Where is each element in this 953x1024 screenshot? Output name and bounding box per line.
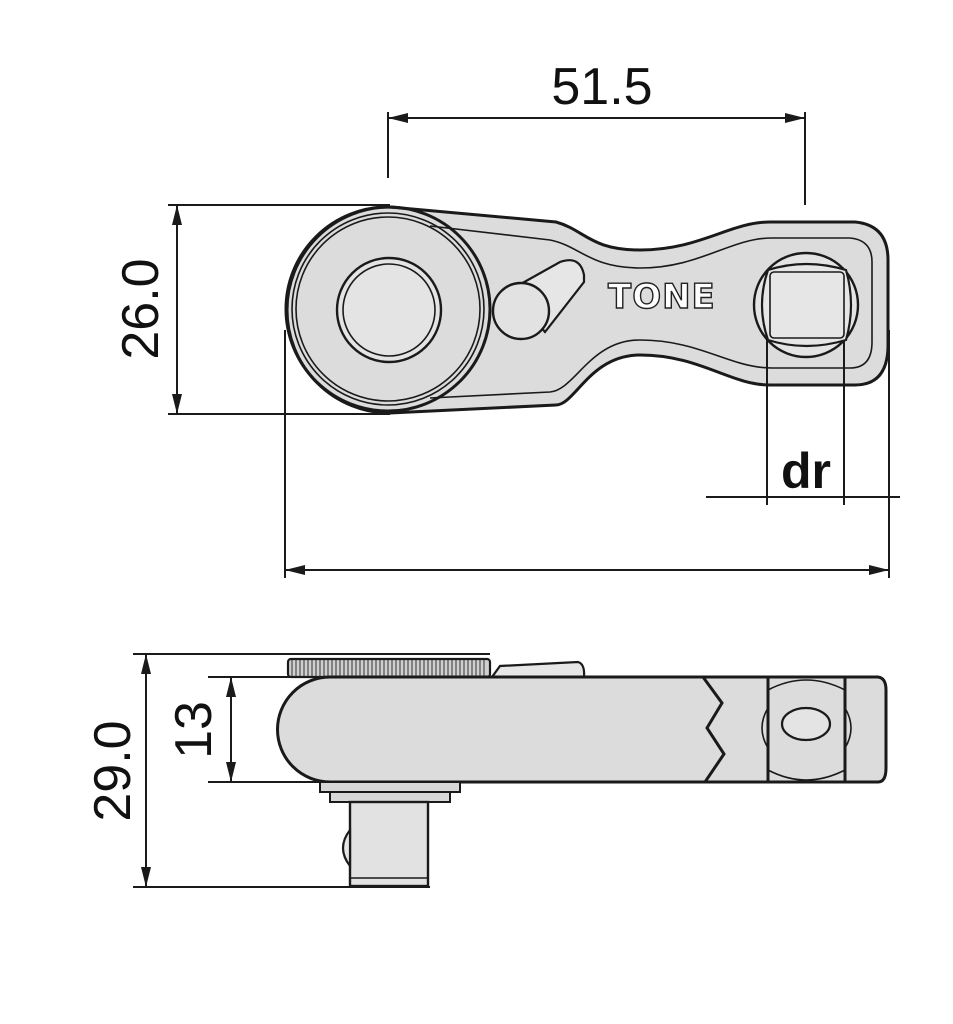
ratchet-cap-inner bbox=[342, 263, 436, 357]
drive-square bbox=[760, 262, 853, 348]
dim-head-height: 26.0 bbox=[112, 258, 170, 359]
side-bulge-left bbox=[761, 707, 769, 749]
ratchet-head-ring-2 bbox=[295, 216, 481, 402]
top-view: TONE 51.5 26.0 dr bbox=[112, 58, 900, 578]
dim-center-distance: 51.5 bbox=[551, 58, 652, 116]
dim-drive-label: dr bbox=[781, 443, 831, 499]
drive-collar-2 bbox=[329, 791, 451, 803]
wrench-inner-contour bbox=[429, 225, 873, 399]
drive-collar bbox=[319, 781, 461, 793]
drive-band-curve-bottom bbox=[767, 769, 846, 781]
brand-logo: TONE bbox=[608, 277, 716, 317]
ratchet-head-ring bbox=[291, 212, 485, 406]
dim-total-thickness: 29.0 bbox=[84, 720, 142, 821]
side-lever bbox=[489, 660, 586, 679]
ratchet-head-outer bbox=[284, 205, 492, 413]
break-line bbox=[701, 676, 726, 783]
ratchet-cap bbox=[335, 256, 443, 364]
side-view: 29.0 13 bbox=[84, 653, 888, 888]
knurl-lines bbox=[291, 660, 485, 676]
drive-stub bbox=[348, 800, 430, 888]
drive-stub-ball bbox=[341, 826, 352, 870]
drive-band-curve-top bbox=[767, 679, 846, 691]
ball-detent bbox=[780, 706, 832, 742]
side-bulge-right bbox=[844, 707, 852, 749]
drive-square-inner bbox=[769, 271, 845, 339]
dim-body-thickness: 13 bbox=[165, 701, 223, 759]
side-body bbox=[276, 675, 888, 784]
direction-lever bbox=[508, 259, 586, 334]
lever-knob bbox=[491, 281, 551, 341]
